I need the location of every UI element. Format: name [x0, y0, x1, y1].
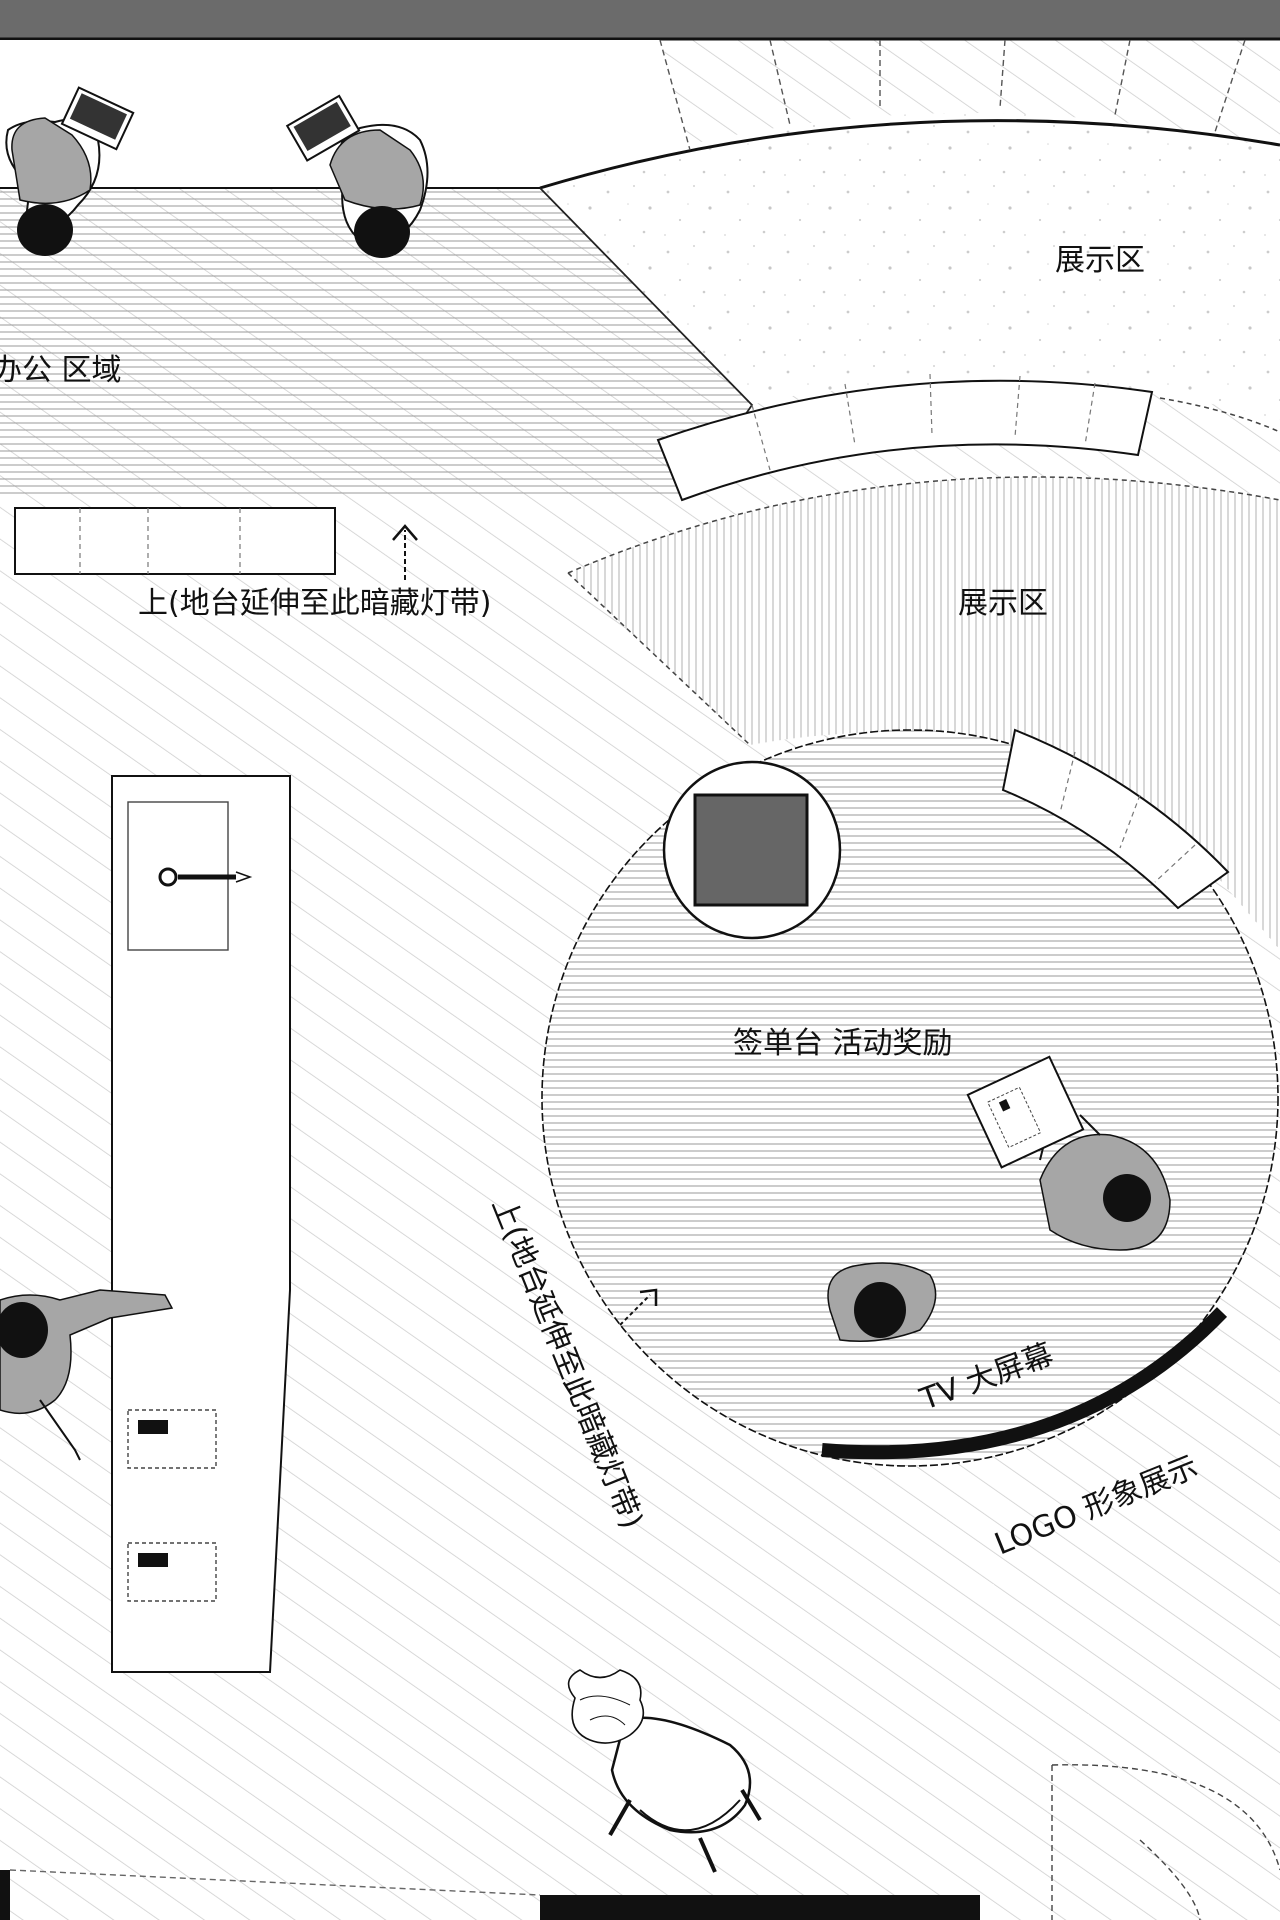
tv-screen-arc	[821, 1307, 1228, 1460]
curved-bench-upper	[656, 373, 1154, 502]
curved-bench-circle	[1001, 728, 1230, 910]
office-area-floor	[0, 188, 752, 495]
potted-plant	[567, 1669, 645, 1744]
person-with-document	[966, 1055, 1171, 1251]
armchair	[608, 1716, 762, 1873]
bottom-wall	[540, 1895, 980, 1920]
door-swing	[1051, 1764, 1280, 1920]
top-bar	[0, 0, 1280, 38]
step-platform-left	[14, 507, 336, 575]
service-counter	[111, 775, 291, 1673]
person-laptop-2	[285, 94, 429, 258]
label-office-area: 办公 区域	[0, 353, 122, 388]
label-signing-desk: 签单台 活动奖励	[733, 1026, 953, 1061]
label-display-middle: 展示区	[958, 586, 1048, 621]
label-display-upper: 展示区	[1055, 243, 1145, 278]
person-standing	[827, 1262, 937, 1342]
person-laptop-1	[5, 86, 135, 256]
label-step-up-left: 上(地台延伸至此暗藏灯带)	[138, 586, 491, 621]
square-pillar	[662, 760, 842, 940]
person-at-counter	[0, 1289, 174, 1461]
up-arrow-left	[392, 524, 418, 580]
up-arrow-curved	[619, 1288, 658, 1326]
